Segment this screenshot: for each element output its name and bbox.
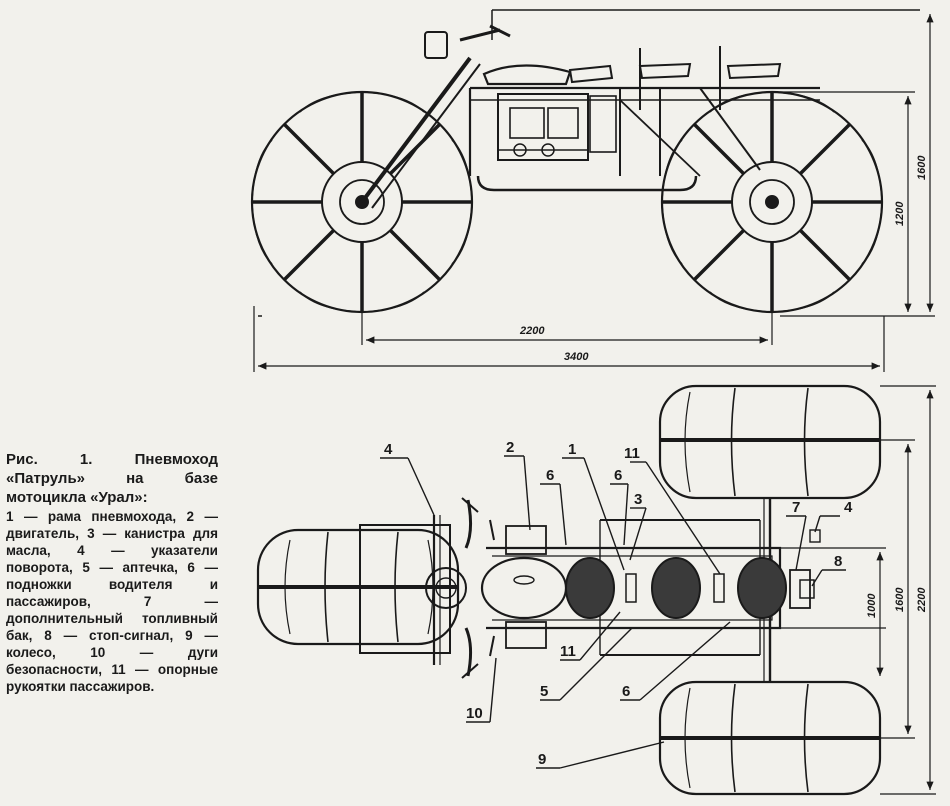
caption-title: Рис. 1. Пневмоход «Патруль» на базе мото… <box>6 451 218 506</box>
dim-width-1600: 1600 <box>894 587 906 612</box>
top-dimensions <box>780 385 936 795</box>
callout-6-mid: 6 <box>614 467 622 484</box>
callout-4-right: 4 <box>844 499 853 516</box>
callout-6-left: 6 <box>546 467 554 484</box>
top-rear-upper-wheel <box>658 384 882 500</box>
front-balloon-wheel <box>250 90 474 314</box>
callout-3: 3 <box>634 491 642 508</box>
side-view: 2200 3400 1200 1600 <box>250 9 935 372</box>
frame-top <box>359 515 821 665</box>
engine-side <box>497 93 617 161</box>
dim-width-2200: 2200 <box>916 587 928 613</box>
callout-7: 7 <box>792 499 800 516</box>
frame-side <box>468 46 820 192</box>
callout-2: 2 <box>506 439 514 456</box>
callout-4-left: 4 <box>384 441 393 458</box>
dim-height-1200: 1200 <box>894 201 906 226</box>
side-dimensions <box>253 13 935 372</box>
rear-balloon-wheel <box>660 90 884 314</box>
top-view: 1000 1600 2200 <box>256 384 936 796</box>
callout-numbers: 4 2 1 6 6 3 11 7 4 8 11 5 6 10 9 <box>384 439 853 768</box>
callout-10: 10 <box>466 705 483 722</box>
seats <box>565 557 787 619</box>
dim-wheelbase: 2200 <box>519 325 545 337</box>
callout-11-bottom: 11 <box>560 643 576 660</box>
callout-leaders <box>380 455 846 769</box>
front-fork <box>360 24 511 209</box>
callout-6-bottom: 6 <box>622 683 630 700</box>
callout-8: 8 <box>834 553 842 570</box>
caption-legend: 1 — рама пневмохода, 2 — двигатель, 3 — … <box>6 509 218 694</box>
figure-caption: Рис. 1. Пневмоход «Патруль» на базе мото… <box>6 450 218 695</box>
callout-11-top: 11 <box>624 445 640 462</box>
dim-height-1600: 1600 <box>916 155 928 180</box>
handlebar-and-tank <box>425 497 568 679</box>
top-front-wheel <box>256 528 460 646</box>
callout-9: 9 <box>538 751 546 768</box>
callout-1: 1 <box>568 441 576 458</box>
dim-width-1000: 1000 <box>866 593 878 618</box>
top-rear-lower-wheel <box>658 680 882 796</box>
dim-length: 3400 <box>564 351 589 363</box>
callout-5: 5 <box>540 683 548 700</box>
